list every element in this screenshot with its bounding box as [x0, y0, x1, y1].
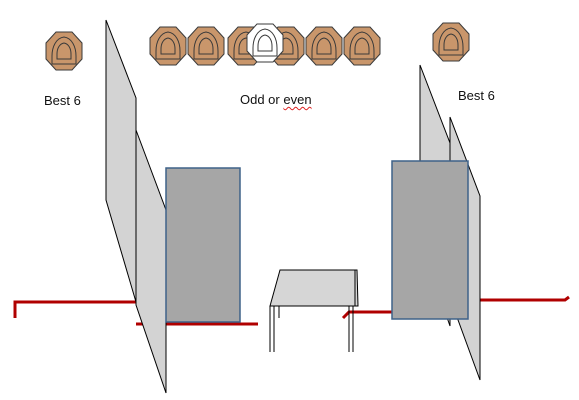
shoot-target-icon — [149, 26, 187, 66]
label-middle-spellcheck-word: even — [283, 92, 312, 107]
target-group-right — [432, 22, 470, 62]
left-wall-front — [135, 129, 167, 394]
table — [269, 269, 359, 352]
shoot-target-icon — [343, 26, 381, 66]
left-wall-rear — [105, 19, 137, 303]
label-right-best-6: Best 6 — [458, 88, 495, 103]
label-left-best-6: Best 6 — [44, 93, 81, 108]
shoot-target-icon — [432, 22, 470, 62]
target-group-middle — [149, 23, 381, 66]
shoot-target-icon — [45, 31, 83, 71]
label-middle-prefix: Odd or — [240, 92, 284, 107]
target-group-left — [45, 31, 83, 71]
label-middle-odd-or-even: Odd or even — [240, 92, 312, 107]
shoot-target-icon — [187, 26, 225, 66]
no-shoot-target-icon — [246, 23, 284, 63]
left-barrel-panel — [165, 167, 241, 323]
shoot-target-icon — [305, 26, 343, 66]
right-barrel-panel — [391, 160, 469, 320]
